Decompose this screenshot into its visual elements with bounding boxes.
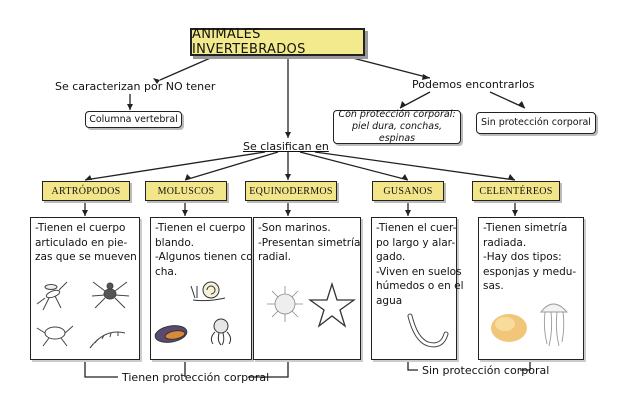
bottom-left-label: Tienen protección corporal — [122, 371, 270, 384]
sponge-jellyfish-icon — [491, 303, 568, 347]
mollusk-drawings-icon — [154, 281, 232, 346]
desc-line: -Tienen el cuerpo — [155, 222, 246, 234]
desc-line: cha. — [155, 265, 178, 278]
category-echinoderms: EQUINODERMOS — [245, 181, 337, 201]
with-protection-line2: piel dura, conchas, espinas — [351, 121, 443, 144]
desc-line: sas. — [483, 280, 504, 292]
desc-line: -Son marinos. — [258, 222, 331, 234]
category-worms-label: GUSANOS — [383, 185, 433, 197]
category-coelenterates: CELENTÉREOS — [472, 181, 560, 201]
desc-line: zas que se mueven — [35, 251, 137, 263]
echinoderm-drawings-icon — [267, 281, 356, 328]
category-arthropods: ARTRÓPODOS — [42, 181, 130, 201]
category-worms: GUSANOS — [372, 181, 444, 201]
right-branch-label: Podemos encontrarlos — [412, 78, 535, 91]
title-text: ANIMALES INVERTEBRADOS — [192, 27, 306, 57]
desc-line: húmedos o en el — [376, 280, 464, 292]
category-mollusks: MOLUSCOS — [145, 181, 227, 201]
desc-mollusks: -Tienen el cuerpo blando. -Algunos tiene… — [150, 217, 264, 360]
title-box: ANIMALES INVERTEBRADOS — [190, 27, 365, 57]
insect-drawings-icon — [36, 281, 130, 349]
bottom-right-label: Sin protección corporal — [422, 364, 550, 377]
desc-line: -Tienen simetría — [483, 222, 568, 234]
category-arthropods-label: ARTRÓPODOS — [51, 185, 121, 197]
desc-line: radiada. — [483, 236, 527, 249]
desc-line: -Tienen el cuerpo — [35, 222, 126, 234]
desc-line: articulado en pie- — [35, 236, 128, 249]
desc-line: radial. — [258, 251, 292, 263]
desc-line: agua — [376, 294, 403, 307]
desc-line: -Algunos tienen con- — [155, 251, 264, 263]
without-protection-box: Sin protección corporal — [476, 112, 596, 134]
category-coelenterates-label: CELENTÉREOS — [479, 185, 553, 197]
worm-icon — [407, 313, 449, 348]
desc-worms: -Tienen el cuer- po largo y alar- gado. … — [371, 217, 464, 360]
desc-line: blando. — [155, 236, 194, 249]
desc-coelenterates: -Tienen simetría radiada. -Hay dos tipos… — [478, 217, 584, 360]
desc-line: -Hay dos tipos: — [483, 251, 562, 263]
classification-label: Se clasifican en — [243, 140, 329, 153]
desc-line: -Tienen el cuer- — [376, 222, 457, 234]
without-protection-text: Sin protección corporal — [481, 117, 591, 128]
vertebral-column-box: Columna vertebral — [85, 111, 182, 128]
desc-arthropods: -Tienen el cuerpo articulado en pie- zas… — [30, 217, 140, 360]
desc-line: gado. — [376, 251, 406, 263]
with-protection-line1: Con protección corporal: — [338, 109, 456, 120]
desc-echinoderms: -Son marinos. -Presentan simetría radial… — [253, 217, 361, 360]
vertebral-column-text: Columna vertebral — [89, 113, 178, 125]
left-branch-label: Se caracterizan por NO tener — [55, 80, 216, 93]
category-echinoderms-label: EQUINODERMOS — [249, 185, 333, 197]
desc-line: -Presentan simetría — [258, 236, 361, 249]
category-mollusks-label: MOLUSCOS — [157, 185, 215, 197]
desc-line: po largo y alar- — [376, 236, 456, 249]
desc-line: -Viven en suelos — [376, 265, 462, 278]
desc-line: esponjas y medu- — [483, 265, 577, 278]
with-protection-box: Con protección corporal: piel dura, conc… — [333, 109, 461, 144]
